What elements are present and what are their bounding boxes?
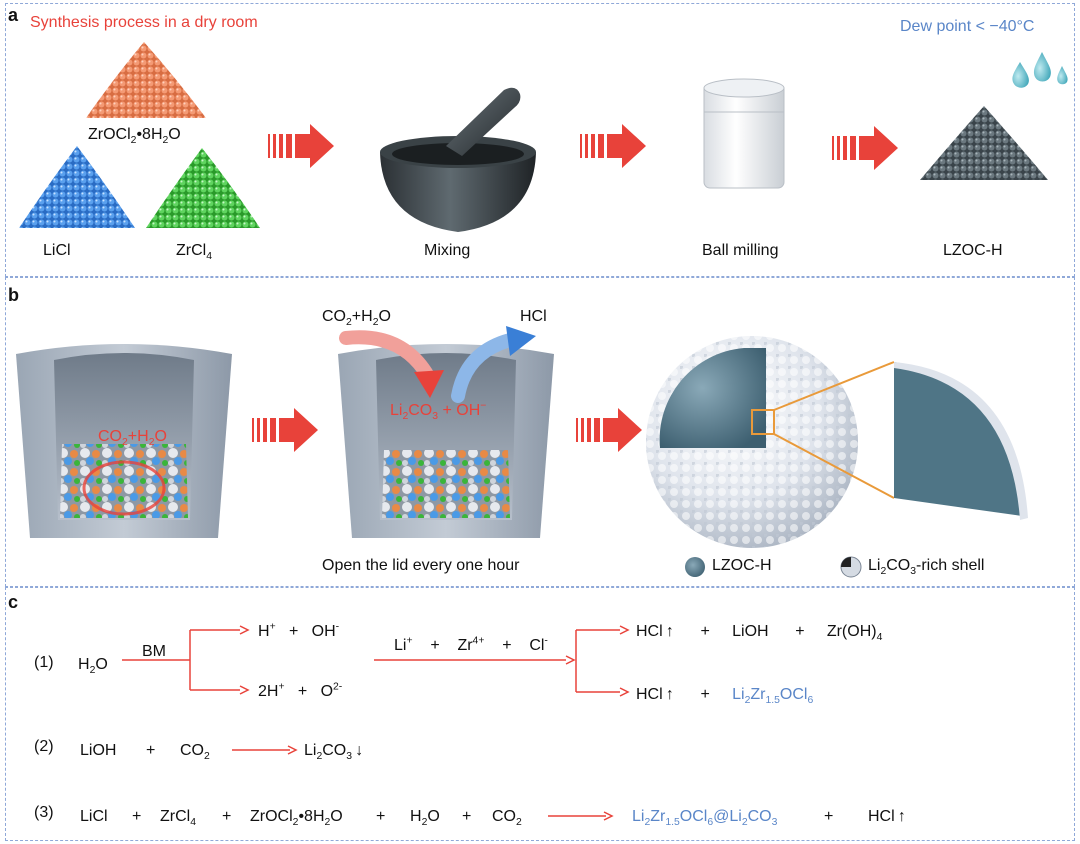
arrow-right-icon	[580, 124, 646, 168]
reactant-in-label: CO2+H2O	[322, 308, 391, 329]
lzoc-h-legend-icon	[685, 557, 705, 577]
eq2-lioh: LiOH	[80, 742, 117, 759]
step-ball-milling-label: Ball milling	[702, 242, 779, 259]
eq1-ions: Li+ + Zr4+ + Cl-	[394, 635, 548, 654]
shell-legend-icon	[840, 556, 862, 578]
panel-b-label: b	[8, 285, 19, 305]
eq3-number: (3)	[34, 804, 54, 821]
crucible-icon	[338, 344, 554, 538]
eq1-branch1: H+ + OH-	[258, 621, 340, 640]
particle-sphere-icon	[646, 336, 1028, 548]
eq3-arrow	[548, 811, 614, 821]
licl-powder-icon	[19, 146, 135, 228]
eq1-branch2: 2H+ + O2-	[258, 681, 343, 700]
lid-caption: Open the lid every one hour	[322, 557, 520, 574]
panel-a-label: a	[8, 5, 19, 25]
mortar-icon	[380, 87, 536, 232]
dew-point-note: Dew point < −40°C	[900, 18, 1035, 35]
arrow-right-icon	[576, 408, 642, 452]
zrocl2-label: ZrOCl2•8H2O	[88, 126, 181, 147]
eq3-plus-5: +	[824, 808, 834, 825]
arrow-right-icon	[832, 126, 898, 170]
gas-out-label: HCl	[520, 308, 547, 325]
eq1-reactant: H2O	[78, 656, 108, 677]
eq3-product: Li2Zr1.5OCl6@Li2CO3	[632, 808, 778, 829]
eq2-plus: +	[146, 742, 156, 759]
eq2-arrow	[232, 745, 298, 755]
legend-core-label: LZOC-H	[712, 557, 772, 574]
panel-c-label: c	[8, 592, 19, 612]
eq3-co2: CO2	[492, 808, 522, 829]
panel-b	[5, 277, 1075, 587]
droplet-icon	[1012, 52, 1068, 88]
lzoc-h-powder-icon	[920, 106, 1048, 180]
equation-1-arrows	[122, 625, 630, 697]
eq2-co2: CO2	[180, 742, 210, 763]
gas-flow-arrows	[339, 326, 536, 403]
eq1-product-2: HCl ↑ + Li2Zr1.5OCl6	[636, 686, 814, 707]
arrow-right-icon	[268, 124, 334, 168]
panel-a-title: Synthesis process in a dry room	[30, 14, 258, 31]
legend-shell-label: Li2CO3-rich shell	[868, 557, 985, 578]
eq1-bm-label: BM	[142, 643, 166, 660]
eq3-zrcl4: ZrCl4	[160, 808, 196, 829]
eq2-number: (2)	[34, 738, 54, 755]
zrcl4-label: ZrCl4	[176, 242, 212, 263]
eq3-plus-1: +	[132, 808, 142, 825]
eq3-hcl: HCl ↑	[868, 808, 906, 825]
step-product-label: LZOC-H	[943, 242, 1003, 259]
eq1-number: (1)	[34, 654, 54, 671]
arrow-right-icon	[252, 408, 318, 452]
product-inside-label: Li2CO3 + OH−	[390, 400, 487, 423]
licl-label: LiCl	[43, 242, 71, 259]
crucible-icon	[16, 344, 232, 538]
eq3-plus-3: +	[376, 808, 386, 825]
eq3-plus-4: +	[462, 808, 472, 825]
step-mixing-label: Mixing	[424, 242, 471, 259]
eq3-zrocl2: ZrOCl2•8H2O	[250, 808, 343, 829]
eq3-h2o: H2O	[410, 808, 440, 829]
jar-icon	[703, 78, 785, 189]
reactant-inside-label: CO2+H2O	[98, 428, 167, 449]
zrcl4-powder-icon	[146, 148, 260, 228]
zrocl2-powder-icon	[86, 42, 206, 118]
panel-c	[5, 587, 1075, 841]
eq3-plus-2: +	[222, 808, 232, 825]
panel-a	[5, 3, 1075, 277]
eq1-product-1: HCl ↑ + LiOH + Zr(OH)4	[636, 623, 883, 644]
eq2-product: Li2CO3 ↓	[304, 742, 364, 763]
eq3-licl: LiCl	[80, 808, 108, 825]
